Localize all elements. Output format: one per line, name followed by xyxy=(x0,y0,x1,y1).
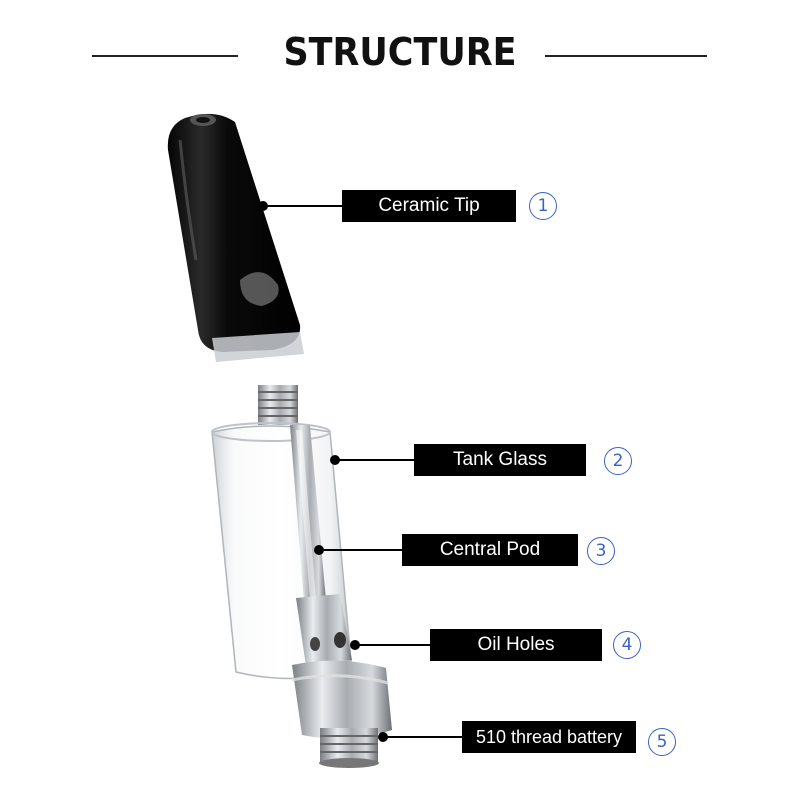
number-badge-4: 4 xyxy=(613,631,641,659)
leader-line-3 xyxy=(319,549,403,551)
oil-holes-shape xyxy=(296,594,352,666)
number-badge-2: 2 xyxy=(604,447,632,475)
base-shape xyxy=(291,660,392,768)
leader-line-2 xyxy=(335,459,415,461)
ceramic-tip-shape xyxy=(167,113,304,362)
number-badge-1: 1 xyxy=(529,192,557,220)
leader-line-1 xyxy=(263,205,343,207)
label-oil-holes: Oil Holes xyxy=(430,629,602,661)
label-ceramic-tip: Ceramic Tip xyxy=(342,190,516,222)
title-rule-left xyxy=(92,55,238,57)
title-rule-right xyxy=(545,55,707,57)
leader-line-5 xyxy=(383,736,463,738)
leader-line-4 xyxy=(355,644,431,646)
central-pod-shape xyxy=(290,425,326,602)
number-badge-3: 3 xyxy=(587,537,615,565)
number-badge-5: 5 xyxy=(648,728,676,756)
label-510-thread-battery: 510 thread battery xyxy=(462,721,636,753)
label-central-pod: Central Pod xyxy=(402,534,578,566)
page-title: STRUCTURE xyxy=(283,30,517,74)
top-thread-shape xyxy=(258,385,298,425)
label-tank-glass: Tank Glass xyxy=(414,444,586,476)
